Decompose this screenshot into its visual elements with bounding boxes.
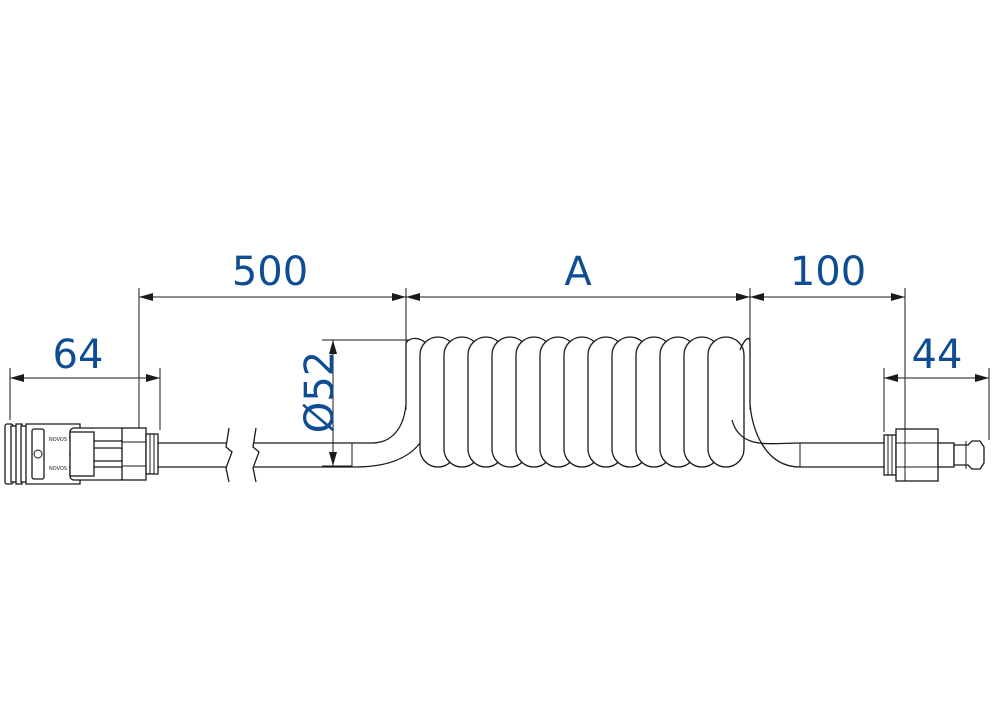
dimension-64: 64 bbox=[9, 332, 161, 430]
dimension-500: 500 bbox=[138, 249, 406, 432]
dim-label-100: 100 bbox=[790, 249, 866, 295]
svg-text:NOVOS 5000: NOVOS 5000 bbox=[49, 466, 81, 472]
dim-label-A: A bbox=[564, 249, 592, 295]
dim-label-diameter: Ø52 bbox=[297, 351, 343, 433]
svg-text:NOVOS 5000: NOVOS 5000 bbox=[49, 437, 81, 443]
dimension-44: 44 bbox=[883, 332, 990, 440]
dimension-A: A bbox=[405, 249, 751, 410]
end-hose-segment bbox=[731, 403, 884, 468]
dim-label-500: 500 bbox=[232, 249, 308, 295]
hose-coil bbox=[405, 336, 751, 468]
dim-label-44: 44 bbox=[912, 332, 963, 378]
quick-coupling-socket: NOVOS 5000 NOVOS 5000 bbox=[4, 423, 159, 485]
dimension-100: 100 bbox=[750, 249, 906, 432]
dimension-diameter: Ø52 bbox=[297, 339, 410, 467]
straight-hose-segment bbox=[158, 343, 431, 483]
quick-coupling-plug bbox=[883, 428, 985, 482]
dim-label-64: 64 bbox=[53, 332, 104, 378]
